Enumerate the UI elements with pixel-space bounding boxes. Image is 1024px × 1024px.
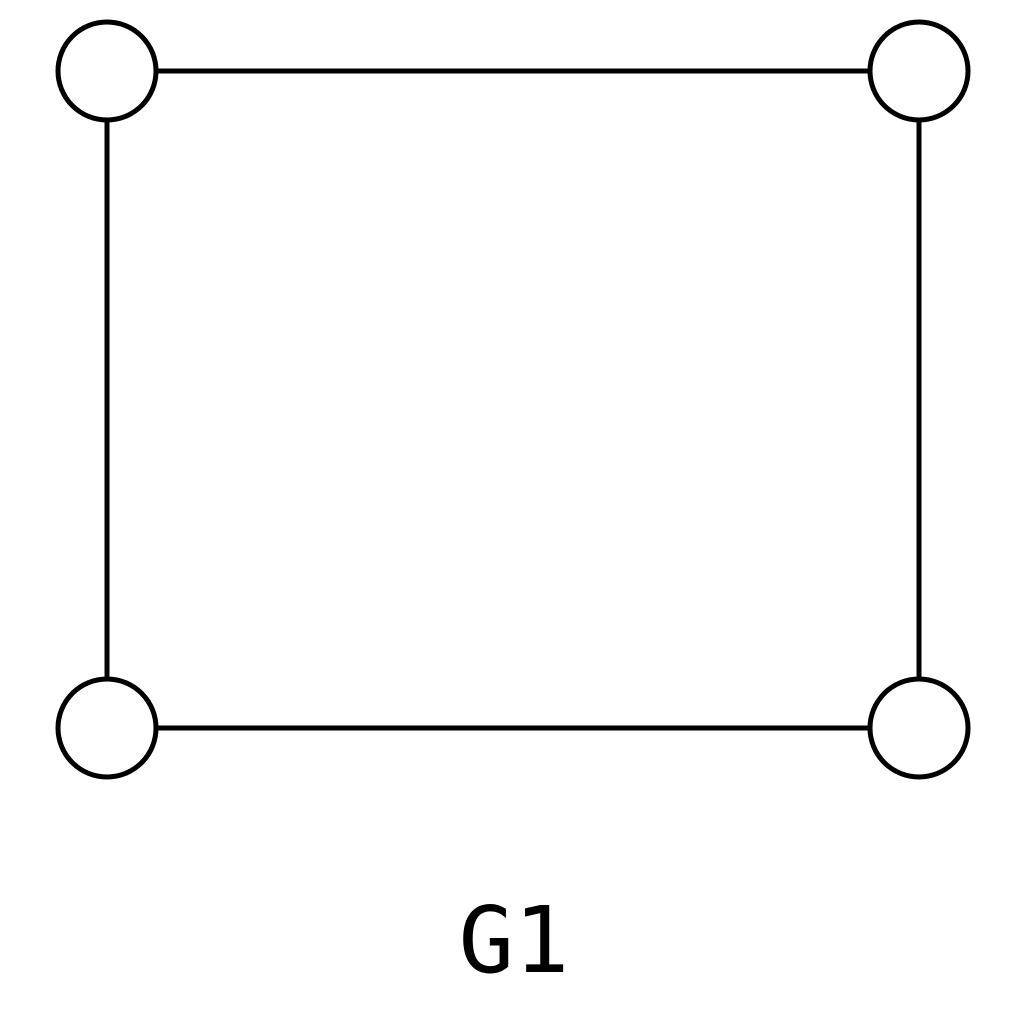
node-bottom-right xyxy=(867,676,971,780)
node-top-left xyxy=(55,19,159,123)
graph-nodes xyxy=(55,19,971,780)
node-bottom-left xyxy=(55,676,159,780)
graph-label: G1 xyxy=(459,887,570,994)
graph-edges xyxy=(104,68,922,731)
node-top-right xyxy=(867,19,971,123)
